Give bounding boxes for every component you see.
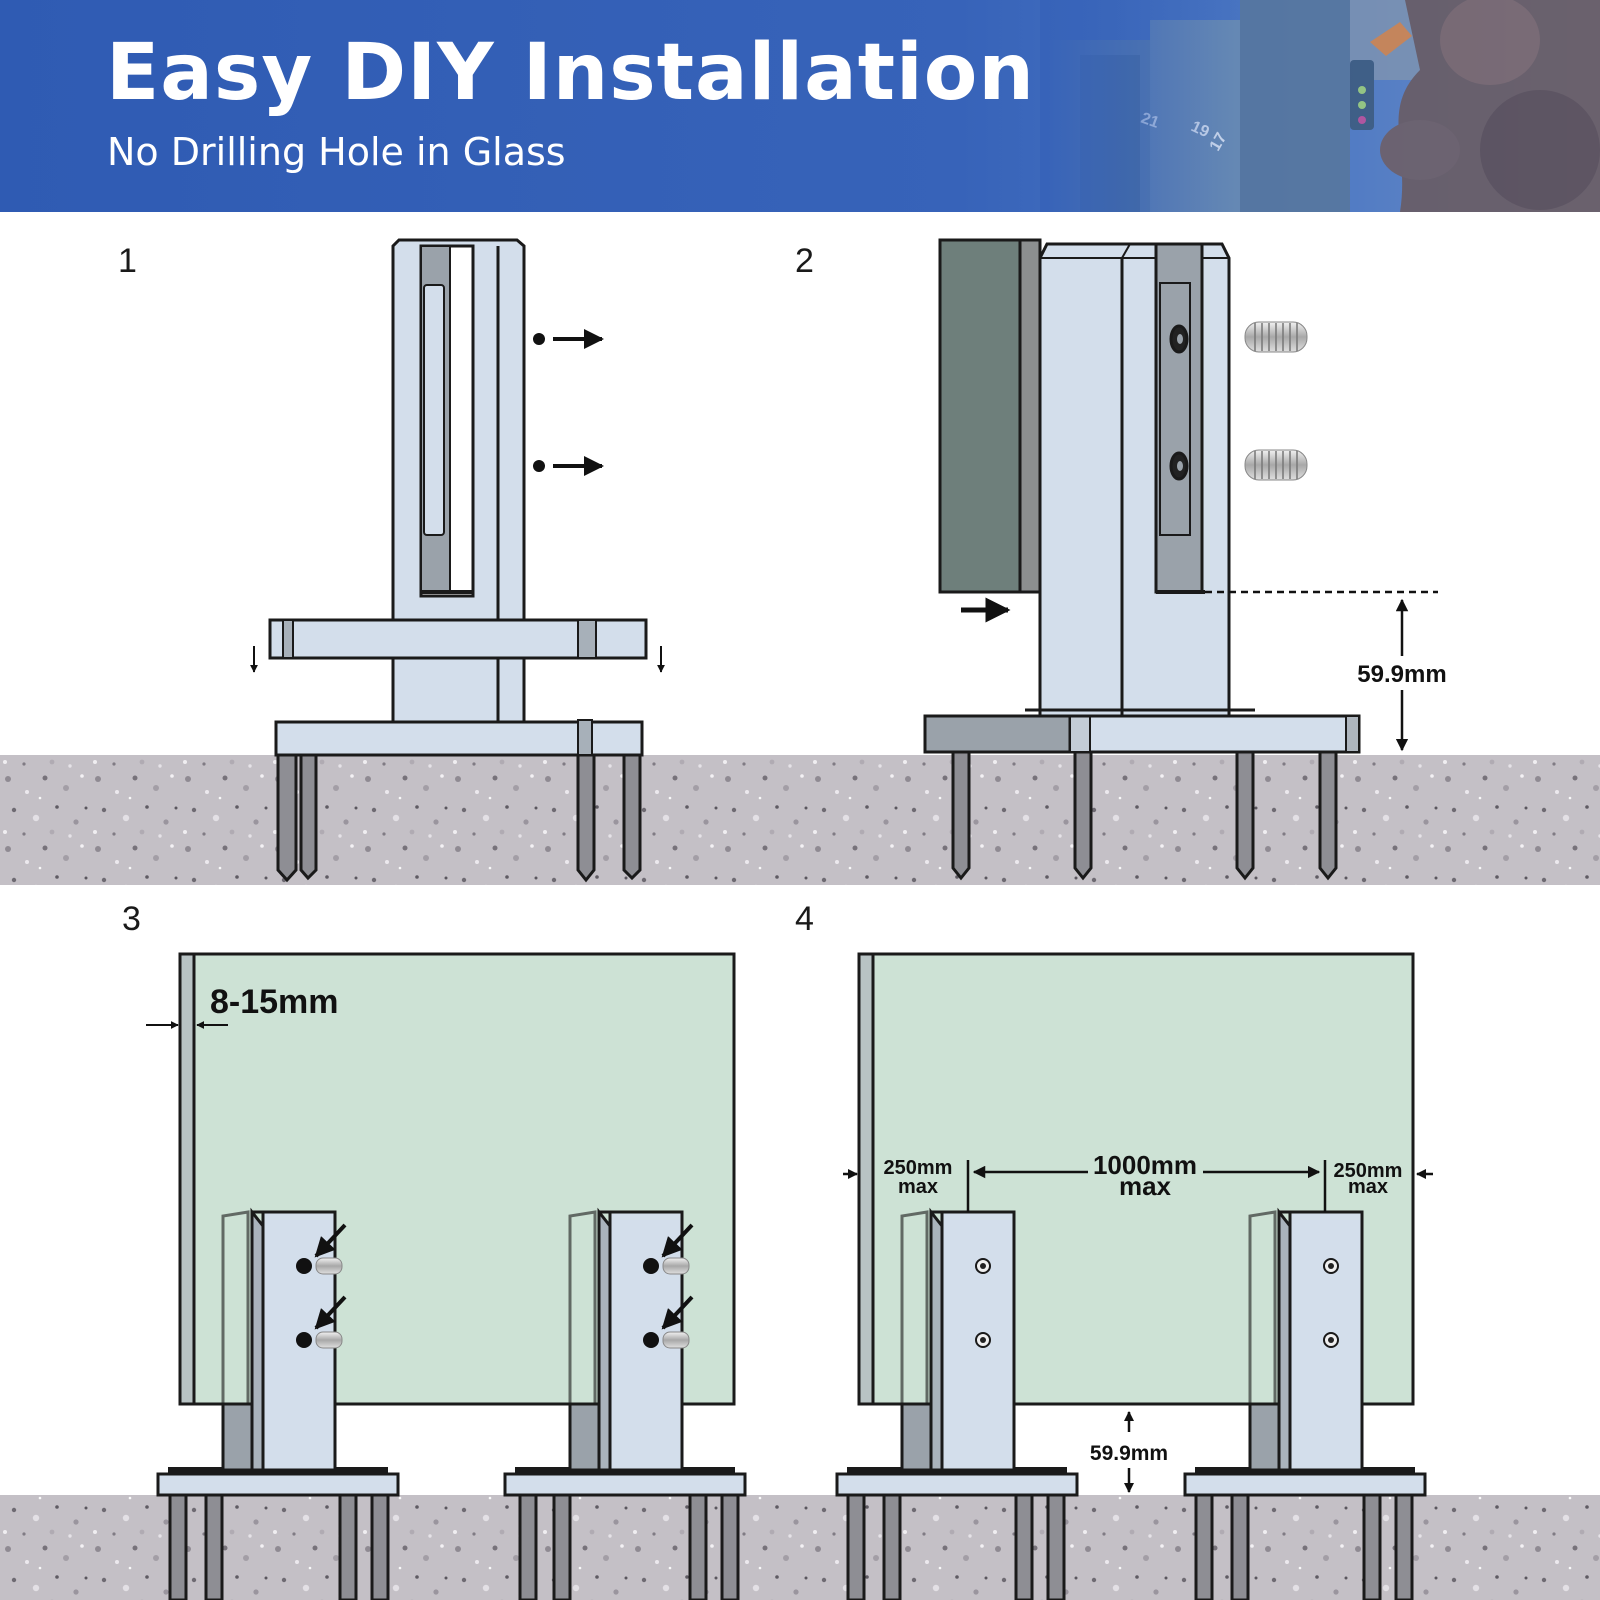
anchor-bolt [1194, 1493, 1214, 1600]
anchor-bolt [1230, 1493, 1250, 1600]
edge-distance-right-unit: max [1348, 1176, 1388, 1198]
edge-distance-left-value: 250mm [884, 1157, 953, 1179]
step-2-clamp-assembly [923, 238, 1361, 881]
step-4-clamp-right [1183, 1207, 1427, 1600]
page-subtitle: No Drilling Hole in Glass [107, 130, 566, 174]
clamp-spacing-value: 1000mm [1093, 1150, 1197, 1180]
anchor-bolt [168, 1493, 188, 1600]
anchor-bolt [370, 1493, 390, 1600]
anchor-bolt [1235, 738, 1255, 881]
screw-hole [296, 1332, 312, 1348]
anchor-bolt [1073, 738, 1093, 881]
edge-distance-right-value: 250mm [1334, 1160, 1403, 1182]
base-plate [1183, 1472, 1427, 1497]
base-plate [156, 1472, 400, 1497]
anchor-bolt [720, 1493, 740, 1600]
anchor-bolt [688, 1493, 708, 1600]
anchor-bolt [1362, 1493, 1382, 1600]
base-plate [503, 1472, 747, 1497]
anchor-bolt [338, 1493, 358, 1600]
set-screw-icon [1244, 321, 1308, 353]
anchor-bolt [276, 753, 298, 883]
screw-hole [296, 1258, 312, 1274]
anchor-bolt [1394, 1493, 1414, 1600]
page-title: Easy DIY Installation [106, 28, 1035, 118]
step-4-clamp-left [835, 1207, 1079, 1600]
anchor-bolt [518, 1493, 538, 1600]
screw-insert-icon [661, 1223, 694, 1349]
step-number: 4 [795, 900, 814, 938]
anchor-bolt [1046, 1493, 1066, 1600]
anchor-bolt [846, 1493, 866, 1600]
step-1-screw-removal-arrows [250, 329, 665, 673]
floor-gap-label: 59.9mm [1090, 1442, 1168, 1465]
installation-diagram: 1 2 3 4 [0, 238, 1600, 1600]
step-number: 3 [122, 900, 141, 938]
base-plate [835, 1472, 1079, 1497]
step-1-clamp-assembly [268, 238, 648, 883]
edge-distance-left-unit: max [898, 1176, 938, 1198]
glass-thickness-label: 8-15mm [210, 983, 339, 1021]
anchor-bolt [622, 753, 642, 881]
anchor-bolt [552, 1493, 572, 1600]
concrete-floor [0, 1495, 1600, 1600]
step-number: 1 [118, 242, 137, 280]
screw-insert-icon [314, 1223, 347, 1349]
anchor-bolt [204, 1493, 224, 1600]
anchor-bolt [882, 1493, 902, 1600]
step-3-clamp-left [156, 1207, 400, 1600]
concrete-floor [0, 755, 1600, 885]
clamp-spacing-unit: max [1119, 1171, 1172, 1201]
anchor-bolt [299, 753, 318, 881]
anchor-bolt [1014, 1493, 1034, 1600]
screw-hole [643, 1258, 659, 1274]
drill-photo-icon: 21 19 17 [1040, 0, 1600, 212]
mounting-height-label: 59.9mm [1357, 661, 1446, 688]
set-screw-icon [1244, 449, 1308, 481]
header-banner: Easy DIY Installation No Drilling Hole i… [0, 0, 1600, 212]
anchor-bolt [576, 753, 596, 883]
anchor-bolt [1318, 738, 1338, 881]
step-4-dimension-lines [843, 1160, 1433, 1493]
glass-panel-edge [938, 238, 1022, 594]
screw-hole [643, 1332, 659, 1348]
step-number: 2 [795, 242, 814, 280]
anchor-bolt [951, 738, 971, 881]
